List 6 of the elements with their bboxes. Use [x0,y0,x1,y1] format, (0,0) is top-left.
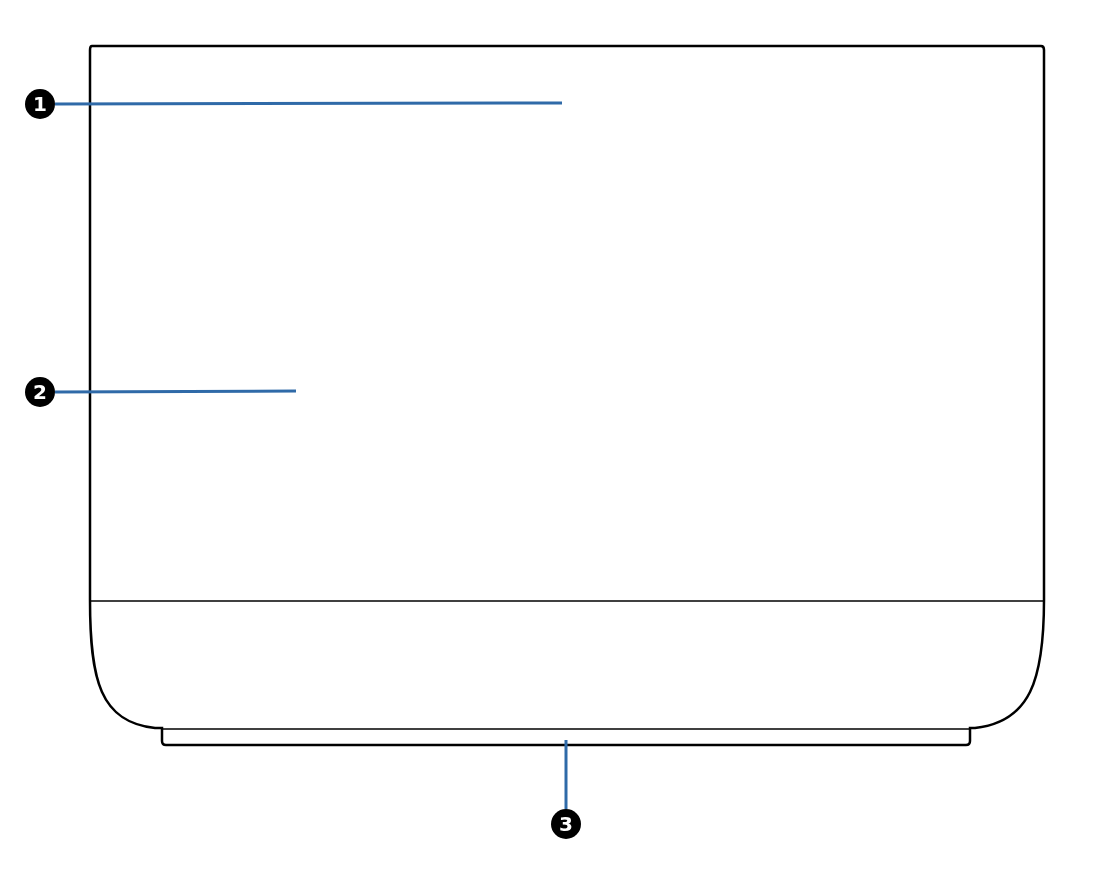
leader-line [564,740,568,809]
leader-line [55,101,562,106]
leader-line [55,389,296,394]
callout-number: 2 [25,377,55,407]
callout-number: 3 [551,809,581,839]
callout-number: 1 [25,89,55,119]
